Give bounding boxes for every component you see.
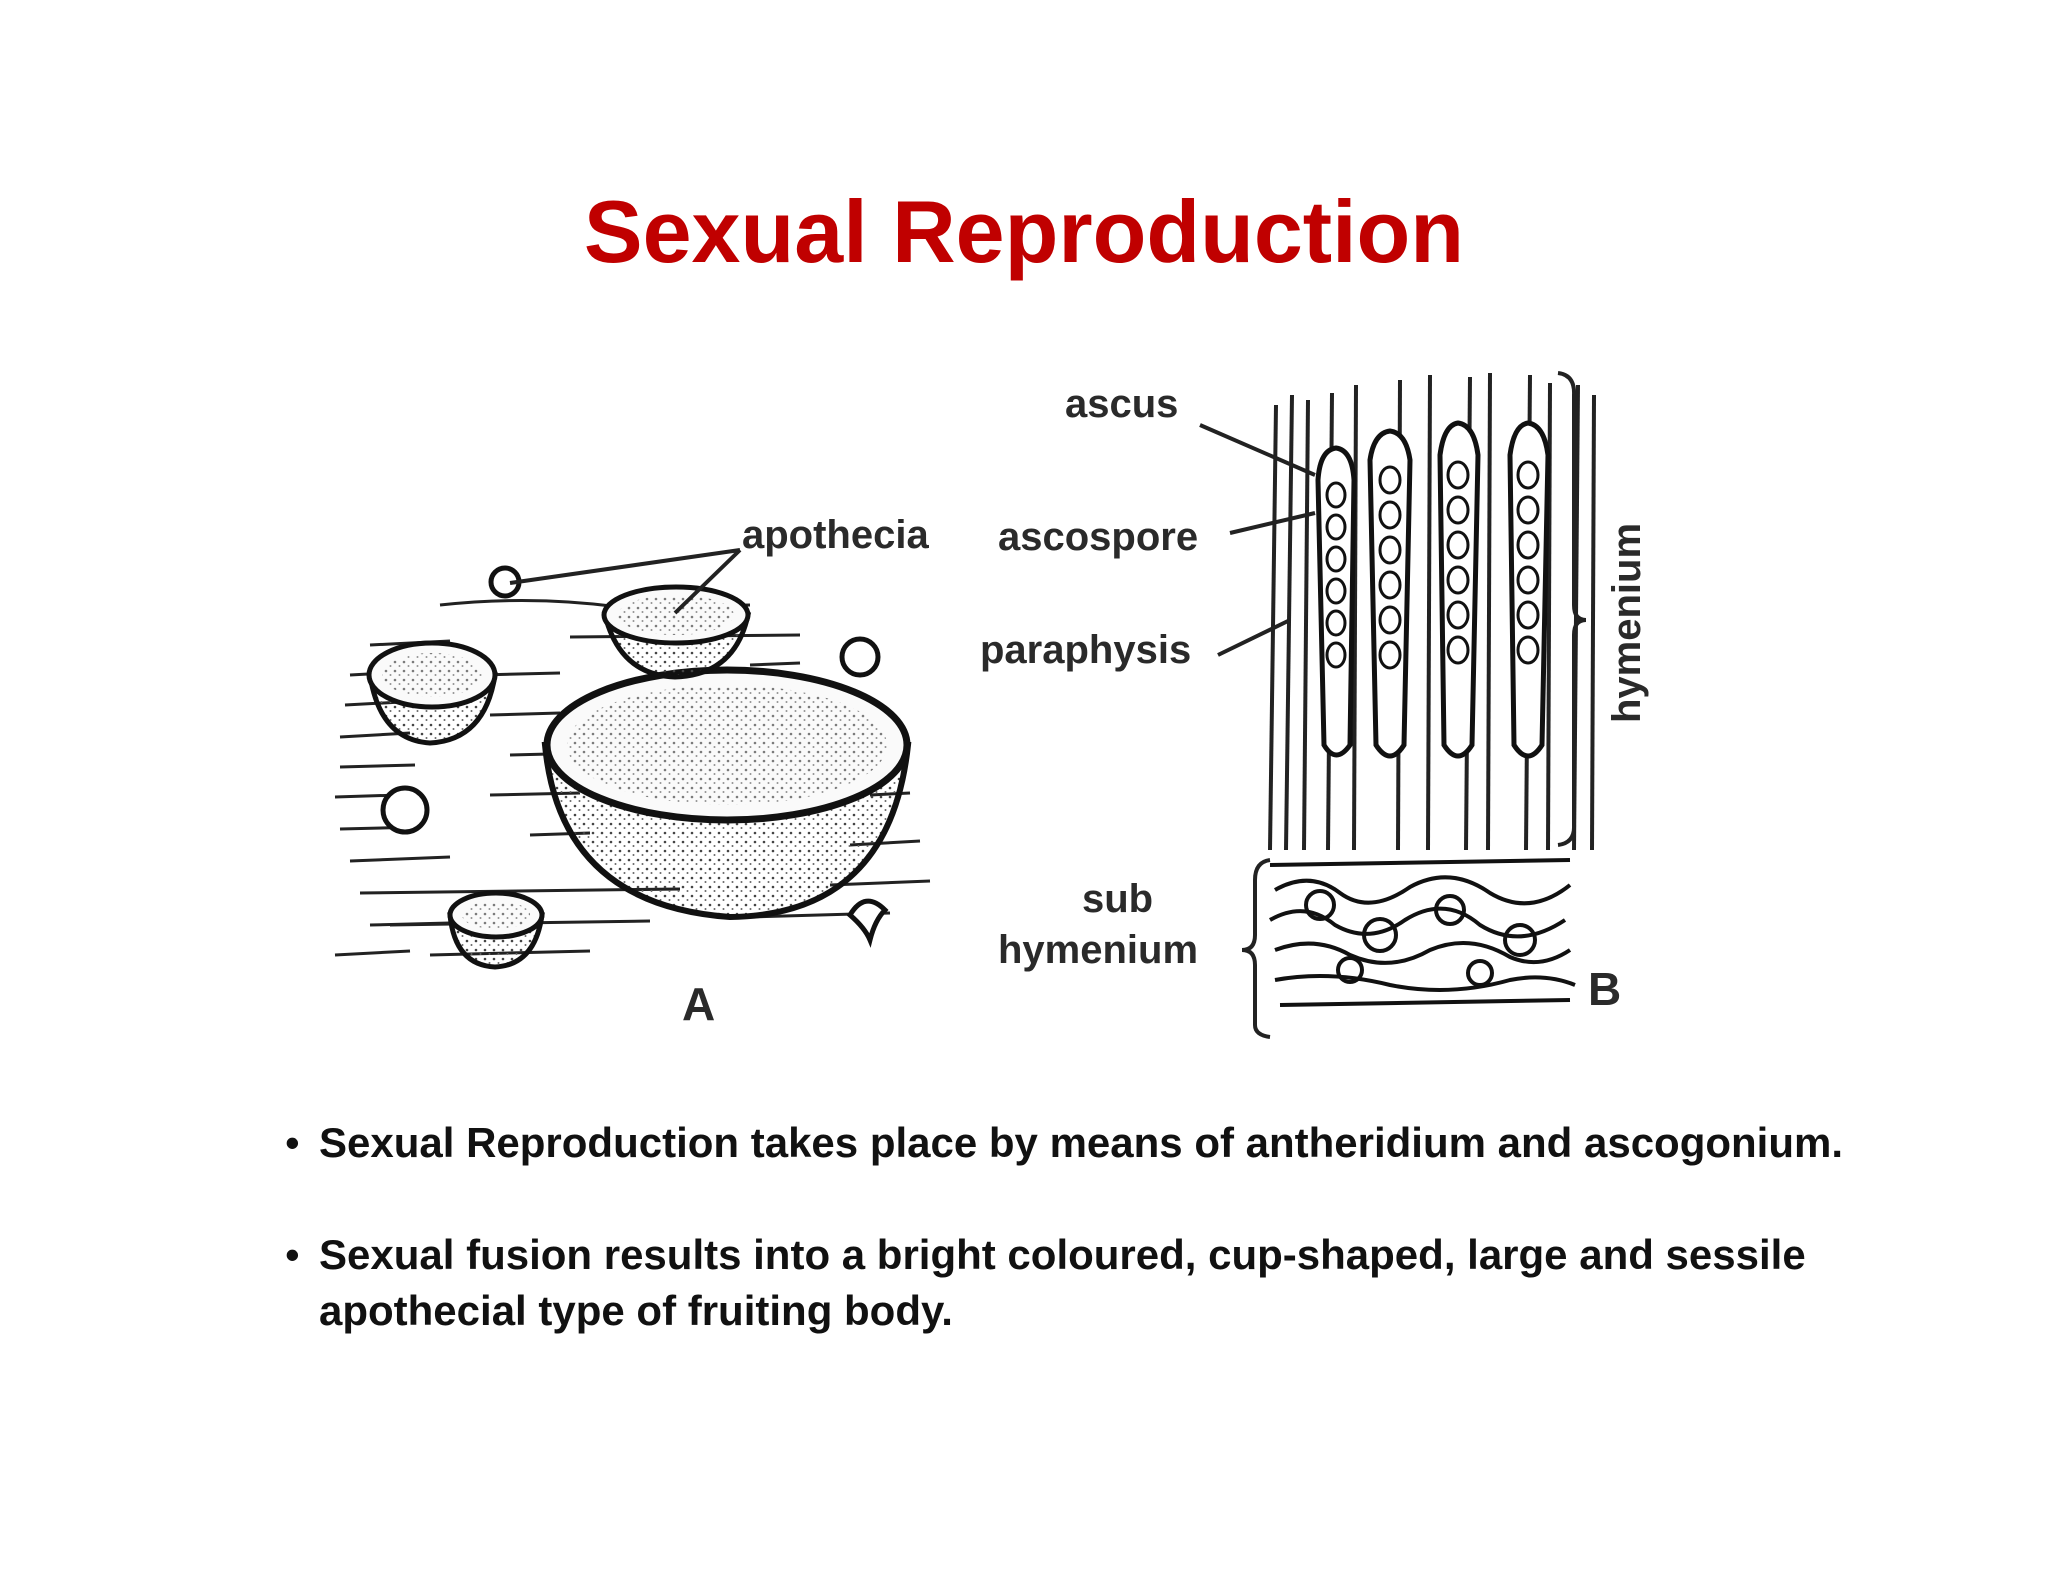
bullet-item: • Sexual fusion results into a bright co… — [285, 1227, 1845, 1339]
small-apothecium-bottom — [450, 893, 542, 967]
apothecium-figure: apothecia A — [330, 345, 1690, 1045]
slide-title: Sexual Reproduction — [0, 188, 2048, 276]
bullet-text: Sexual fusion results into a bright colo… — [319, 1231, 1806, 1334]
label-hymenium: hymenium — [1605, 523, 1649, 723]
label-panel-a: A — [682, 978, 715, 1030]
hymenium-bracket — [1558, 373, 1586, 845]
bullet-marker: • — [285, 1227, 300, 1283]
bullet-list: • Sexual Reproduction takes place by mea… — [285, 1115, 1845, 1339]
bullet-marker: • — [285, 1115, 300, 1171]
label-pointer-lines — [1200, 425, 1315, 655]
asci — [1318, 423, 1548, 756]
subhymenium-bracket — [1242, 860, 1270, 1037]
small-apothecium-top — [604, 587, 748, 677]
bullet-text: Sexual Reproduction takes place by means… — [319, 1119, 1843, 1166]
large-apothecium — [545, 670, 908, 917]
label-panel-b: B — [1588, 963, 1621, 1015]
bullet-item: • Sexual Reproduction takes place by mea… — [285, 1115, 1845, 1171]
ascospores — [1327, 462, 1538, 668]
label-ascospore: ascospore — [998, 515, 1198, 559]
label-ascus: ascus — [1065, 382, 1178, 426]
small-apothecium-left — [369, 643, 495, 743]
label-subhymenium: hymenium — [998, 928, 1198, 972]
subhymenium-tissue — [1270, 860, 1575, 1005]
label-paraphysis: paraphysis — [980, 628, 1191, 672]
label-apothecia: apothecia — [742, 513, 929, 557]
panel-a-drawing: apothecia A — [335, 513, 930, 1030]
label-sub: sub — [1082, 877, 1153, 921]
panel-b-drawing: ascus ascospore paraphysis hymenium sub … — [980, 373, 1649, 1037]
